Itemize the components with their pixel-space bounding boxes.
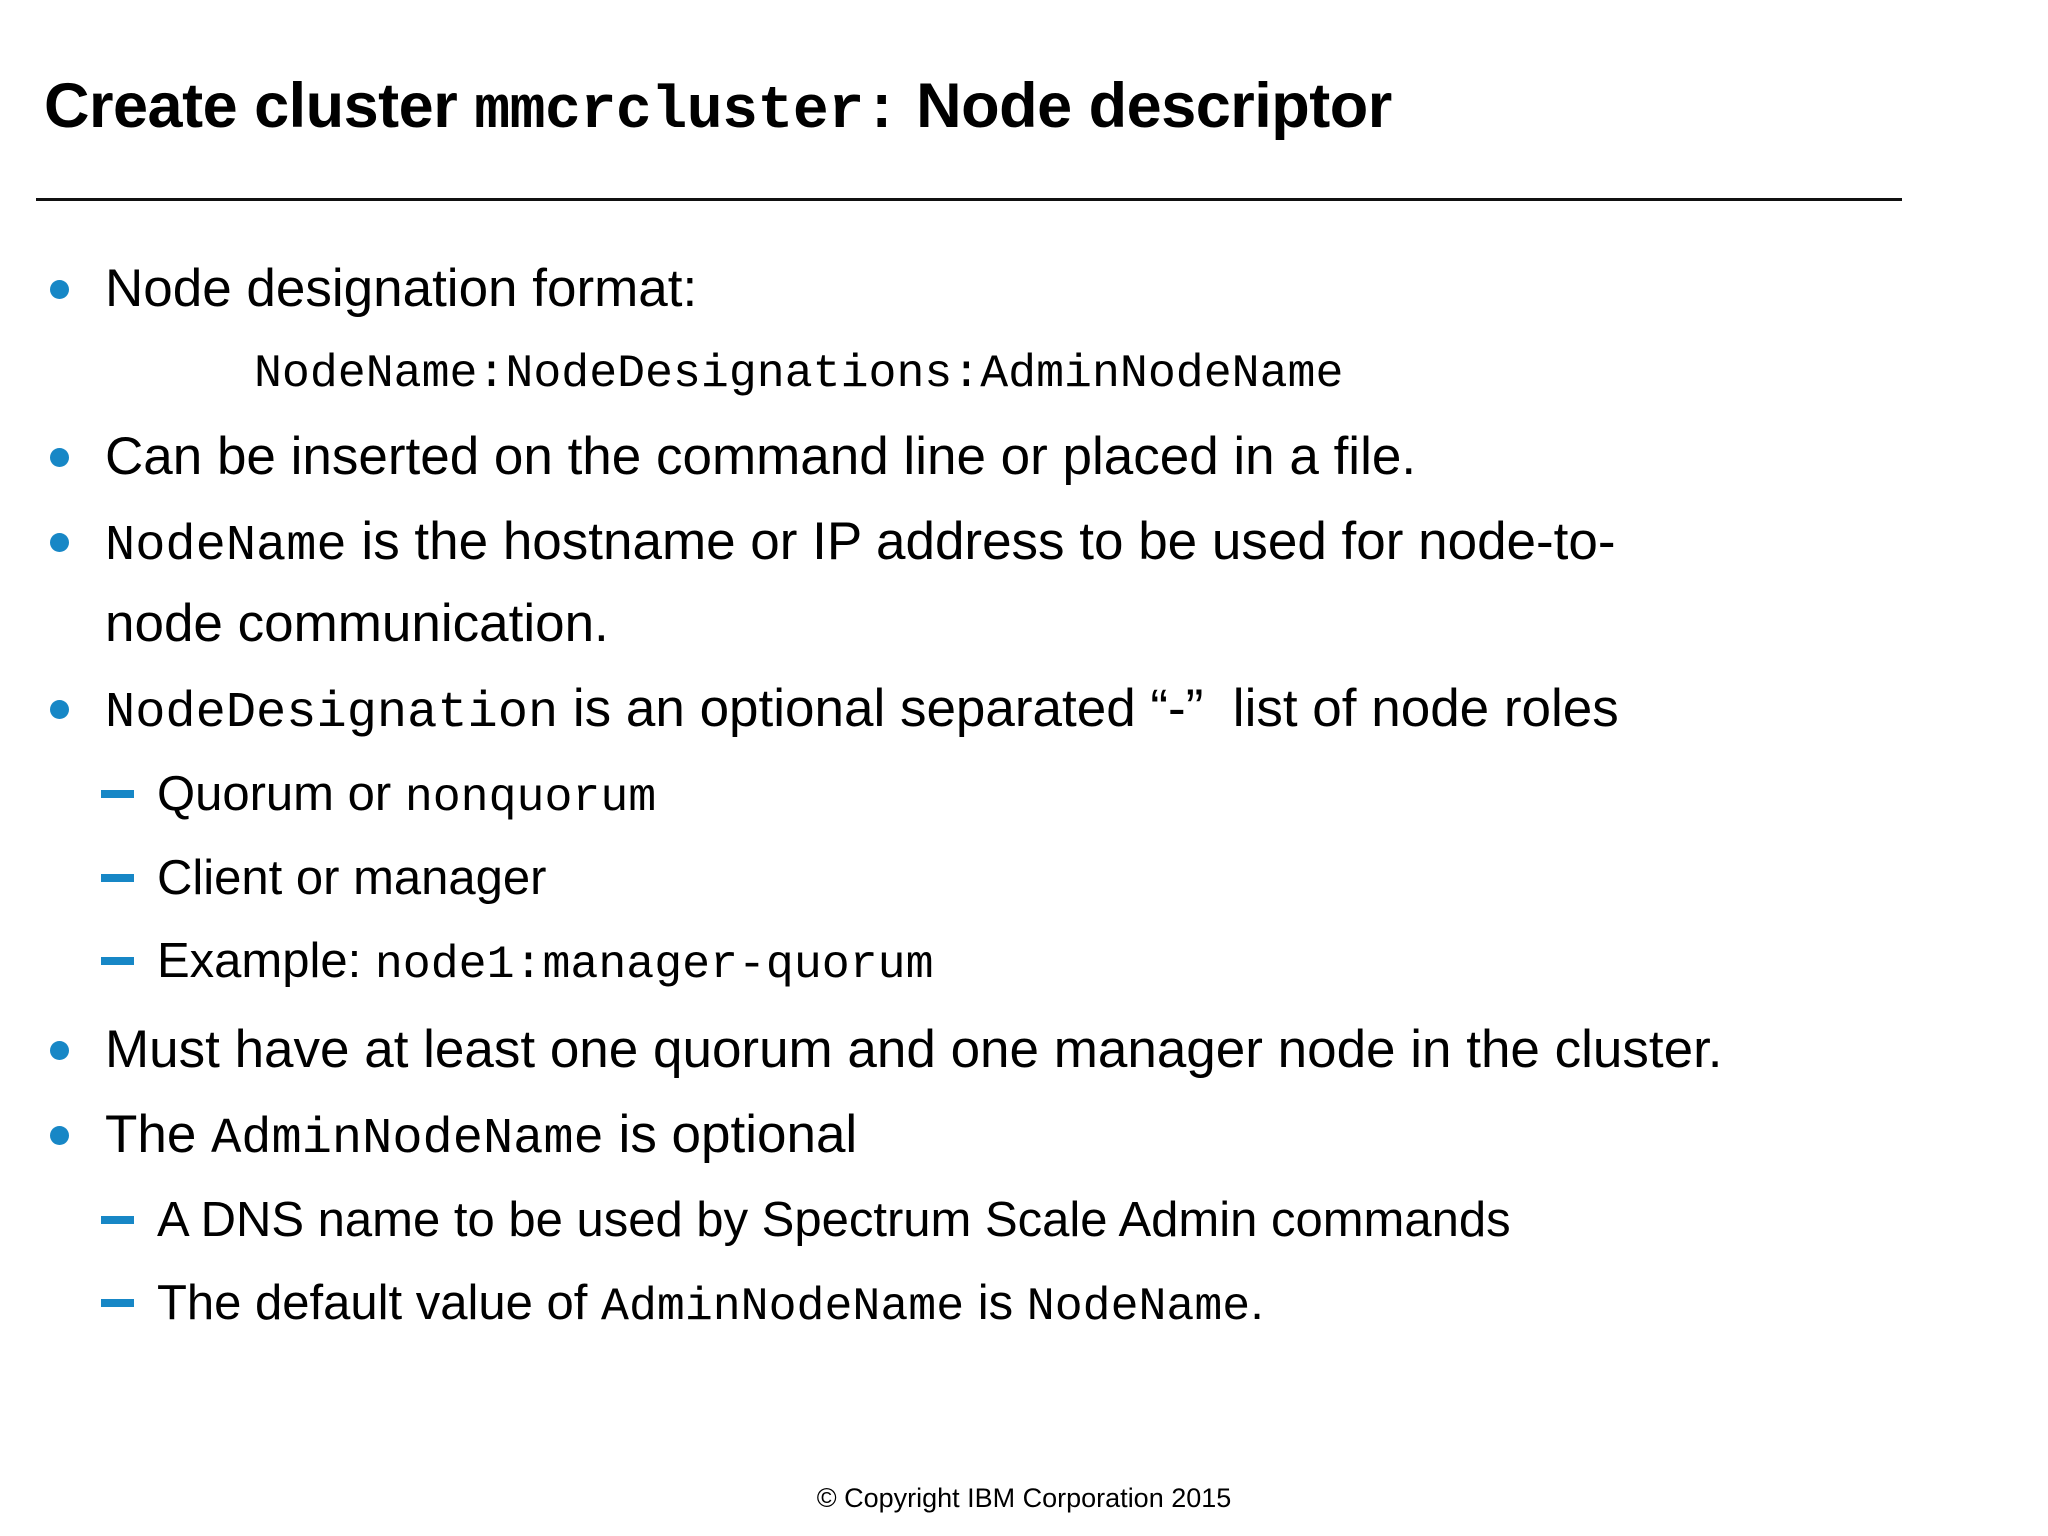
text: Quorum or [157,766,405,821]
copyright-text: © Copyright IBM Corporation 2015 [816,1483,1232,1513]
list-item: Can be inserted on the command line or p… [44,418,1994,496]
page-title: Create cluster mmcrcluster: Node descrip… [44,70,1392,145]
text: Client or manager [157,851,547,906]
list-item: NodeDesignation is an optional separated… [44,670,1994,752]
text-line: NodeDesignation is an optional separated… [105,670,1994,752]
bullet-icon [50,447,69,467]
code-text: node1:manager-quorum [374,938,934,992]
text-line: NodeName:NodeDesignations:AdminNodeName [254,335,1994,407]
item-text: Example: node1:manager-quorum [157,926,1994,998]
text: The default value of [157,1275,602,1330]
text-line: Example: node1:manager-quorum [157,926,1994,998]
item-text: Client or manager [157,843,1994,914]
title-divider [36,198,1902,201]
dash-icon [101,874,134,883]
text-line: NodeName is the hostname or IP address t… [105,503,1994,585]
text: is optional [603,1105,858,1165]
text: Create cluster [44,71,475,141]
list-item: Node designation format: [44,250,1994,328]
text: Must have at least one quorum and one ma… [105,1019,1723,1079]
text-line: A DNS name to be used by Spectrum Scale … [157,1185,1994,1256]
dash-icon [101,1215,134,1224]
text: Node descriptor [899,71,1392,141]
bullet-list: Node designation format: NodeName:NodeDes… [44,250,1994,1352]
item-text: Node designation format: [105,250,1994,328]
list-item: Quorum or nonquorum [101,759,1994,831]
list-item: The default value of AdminNodeName is No… [101,1268,1994,1340]
code-text: AdminNodeName [601,1279,965,1333]
text-line: Must have at least one quorum and one ma… [105,1011,1994,1089]
code-text: nonquorum [404,770,657,824]
text-line: node communication. [105,585,1994,663]
bullet-icon [50,700,69,720]
text: is the hostname or IP address to be used… [346,512,1616,572]
bullet-icon [50,280,69,299]
text: . [1250,1275,1264,1330]
text: A DNS name to be used by Spectrum Scale … [157,1192,1511,1247]
code-text: NodeName:NodeDesignations:AdminNodeName [254,347,1344,401]
dash-icon [101,957,134,966]
list-item: Example: node1:manager-quorum [101,926,1994,998]
text: is an optional separated “-” list of nod… [558,679,1619,739]
bullet-icon [50,1040,69,1060]
text-line: The AdminNodeName is optional [105,1096,1994,1178]
text: The [105,1105,212,1165]
text-line: Quorum or nonquorum [157,759,1994,831]
bullet-icon [50,533,69,553]
text-line: Node designation format: [105,250,1994,328]
item-text: The default value of AdminNodeName is No… [157,1268,1994,1340]
code-text: NodeName [105,518,347,576]
text: Can be inserted on the command line or p… [105,426,1417,486]
item-text: Quorum or nonquorum [157,759,1994,831]
text: Example: [157,934,375,989]
list-item: Must have at least one quorum and one ma… [44,1011,1994,1089]
list-item: Client or manager [101,843,1994,914]
dash-icon [101,789,134,798]
text-line: Can be inserted on the command line or p… [105,418,1994,496]
item-text: Must have at least one quorum and one ma… [105,1011,1994,1089]
bullet-icon [50,1126,69,1146]
list-item: The AdminNodeName is optional [44,1096,1994,1178]
text-line: Client or manager [157,843,1994,914]
text: node communication. [105,593,609,653]
item-text: The AdminNodeName is optional [105,1096,1994,1178]
item-text: NodeDesignation is an optional separated… [105,670,1994,752]
item-text: Can be inserted on the command line or p… [105,418,1994,496]
text-line: The default value of AdminNodeName is No… [157,1268,1994,1340]
code-text: AdminNodeName [211,1111,604,1169]
list-item: A DNS name to be used by Spectrum Scale … [101,1185,1994,1256]
item-text: NodeName is the hostname or IP address t… [105,503,1994,663]
text: is [964,1275,1027,1330]
code-text: NodeName [1026,1279,1251,1333]
list-item: NodeName is the hostname or IP address t… [44,503,1994,663]
code-text: NodeDesignation [105,685,559,743]
item-text: NodeName:NodeDesignations:AdminNodeName [254,335,1994,407]
dash-icon [101,1298,134,1307]
text: Node designation format: [105,259,698,318]
item-text: A DNS name to be used by Spectrum Scale … [157,1185,1994,1256]
code-text: mmcrcluster: [474,77,900,145]
code-line: NodeName:NodeDesignations:AdminNodeName [254,335,1994,407]
